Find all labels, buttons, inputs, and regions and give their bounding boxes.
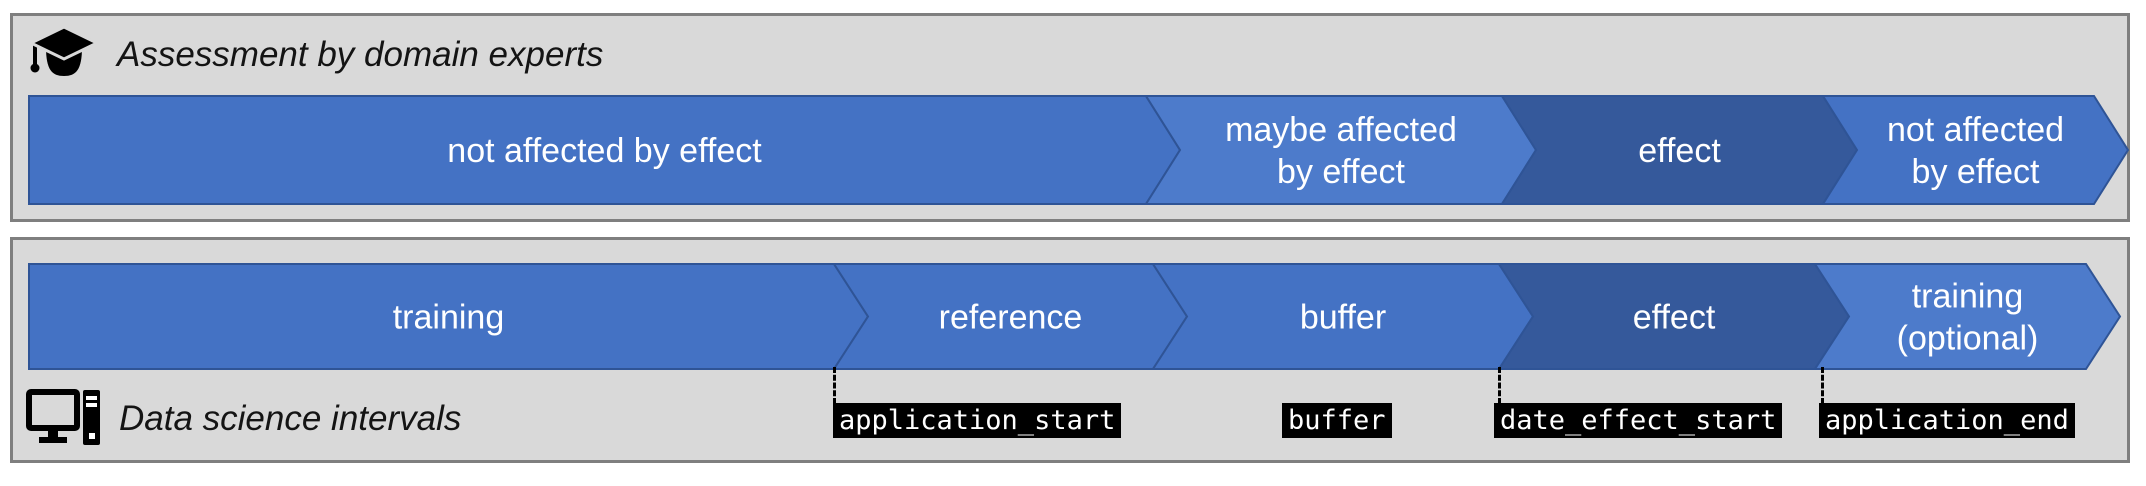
application-start-connector-line <box>833 367 836 404</box>
date-effect-start-label: date_effect_start <box>1494 403 1783 438</box>
data-science-panel-title: Data science intervals <box>119 399 462 438</box>
date-effect-start-connector-line <box>1498 367 1501 404</box>
application-start-label: application_start <box>833 403 1122 438</box>
assessment-segment-2-label: effect <box>1638 132 1721 170</box>
data-science-segment-2-label: buffer <box>1300 299 1386 337</box>
data-science-timeline-bar: training reference buffer effect training(op… <box>28 263 2122 370</box>
data-science-panel: training reference buffer effect training(op… <box>10 237 2130 463</box>
data-science-segment-3-label: effect <box>1633 299 1716 337</box>
data-science-segment-0-label: training <box>393 299 505 337</box>
assessment-title-row: Assessment by domain experts <box>29 20 603 90</box>
marker-buffer: buffer <box>1282 403 1392 438</box>
data-science-segment-4-label: training(optional) <box>1897 278 2039 358</box>
assessment-segment-0-label: not affected by effect <box>447 132 762 170</box>
data-science-segment-4 <box>1813 263 2122 370</box>
assessment-panel-title: Assessment by domain experts <box>117 35 604 74</box>
application-end-label: application_end <box>1819 403 2075 438</box>
application-end-connector-line <box>1821 367 1824 404</box>
marker-application-start: application_start <box>833 403 1122 438</box>
marker-application-end: application_end <box>1819 403 2075 438</box>
marker-date-effect-start: date_effect_start <box>1494 403 1783 438</box>
assessment-panel: Assessment by domain experts not affecte… <box>10 13 2130 222</box>
desktop-computer-icon <box>26 389 100 445</box>
graduation-cap-icon <box>29 25 99 76</box>
assessment-segment-3 <box>1821 95 2130 205</box>
data-science-segment-1-label: reference <box>939 299 1083 337</box>
buffer-label: buffer <box>1282 403 1392 438</box>
data-science-title-row: Data science intervals <box>25 386 461 452</box>
